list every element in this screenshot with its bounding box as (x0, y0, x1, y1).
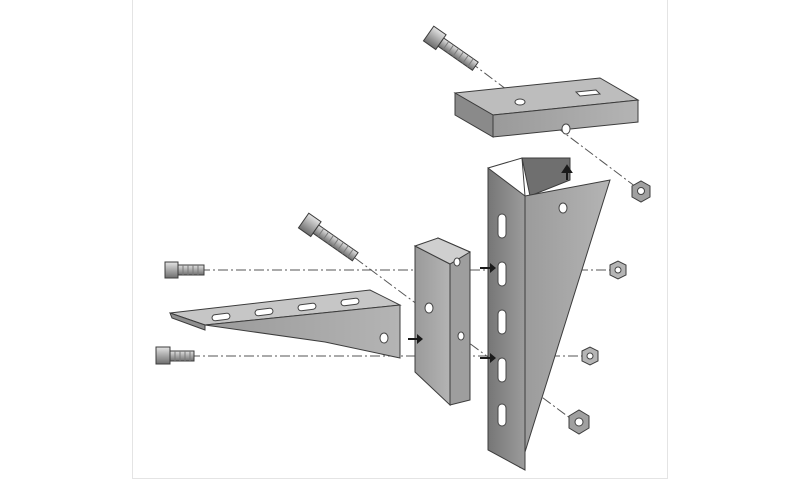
wall-bracket (487, 157, 611, 471)
arm-lip (169, 312, 206, 331)
top-cap-hole (514, 98, 526, 106)
bolt-lower-left (155, 346, 195, 365)
connector-top-fold (413, 237, 472, 265)
connector-hole-mid (424, 302, 434, 314)
up-arrow-icon (561, 164, 573, 180)
arm-slot-2 (254, 307, 274, 317)
right-arrow-icon (480, 263, 496, 273)
cantilever-arm (169, 289, 402, 359)
nut-lower-right (581, 346, 599, 366)
bolt-head (155, 346, 171, 365)
arm-side-face (204, 304, 401, 359)
nut-top-right (631, 180, 651, 203)
arm-slot-3 (297, 302, 317, 312)
top-cap-front-face (492, 99, 639, 138)
right-arrow-icon (480, 353, 496, 363)
right-arrow-icon (408, 334, 423, 344)
bolt-shank (177, 264, 205, 276)
connector-hole-low (457, 331, 465, 341)
wall-bracket-edge-fold (487, 157, 526, 197)
wall-bracket-slot-5 (497, 403, 507, 427)
nut-bottom (568, 409, 590, 435)
wall-bracket-slot-4 (497, 357, 507, 383)
bolt-head (422, 25, 447, 51)
nut-upper-right (609, 260, 627, 280)
top-cap-slot (574, 89, 602, 97)
wall-bracket-slot-3 (497, 309, 507, 335)
bolt-shank (437, 37, 479, 72)
arm-hole (379, 332, 389, 344)
connector-plate (413, 237, 472, 407)
bolt-diagonal (297, 212, 359, 262)
bolt-shank (169, 350, 195, 362)
bolt-head (297, 212, 322, 238)
wall-bracket-gusset (519, 179, 611, 469)
connector-hole-top (453, 257, 461, 267)
bolt-top (422, 25, 479, 72)
top-cap-side-hole (561, 123, 571, 135)
direction-arrows (408, 263, 496, 363)
arm-slot-1 (211, 312, 231, 322)
bolt-upper-left (164, 261, 205, 279)
wall-bracket-slot-1 (497, 213, 507, 239)
wall-bracket-hole (558, 202, 568, 214)
top-cap (453, 77, 640, 138)
wall-bracket-inner-face (521, 157, 571, 197)
connector-front-face (414, 245, 451, 407)
wall-bracket-slot-2 (497, 261, 507, 287)
arm-slot-4 (340, 297, 360, 307)
bolt-head (164, 261, 179, 279)
